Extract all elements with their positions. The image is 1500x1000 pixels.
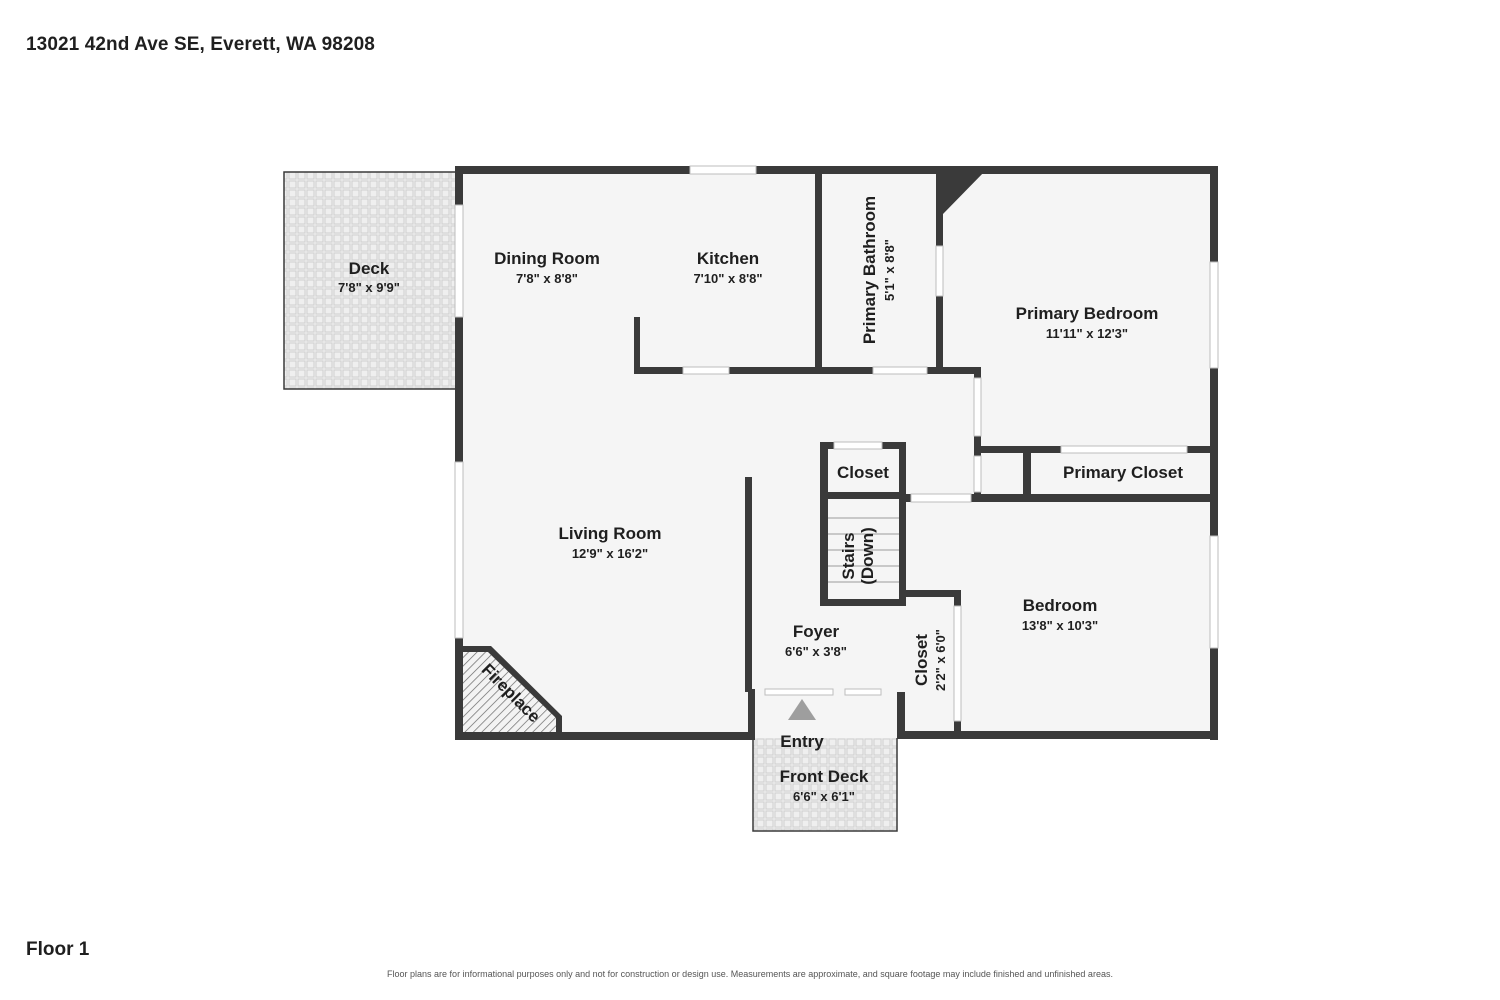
room-label-deck: Deck — [349, 259, 390, 278]
room-label-primary-bedroom: Primary Bedroom — [1016, 304, 1159, 323]
fireplace-hatch — [461, 650, 560, 736]
room-label-front-deck: Front Deck — [780, 767, 869, 786]
room-label-primary-bathroom: Primary Bathroom — [860, 196, 879, 344]
windows — [454, 165, 1219, 722]
room-label-kitchen: Kitchen — [697, 249, 759, 268]
address-title: 13021 42nd Ave SE, Everett, WA 98208 — [26, 34, 375, 55]
room-dims-kitchen: 7'10" x 8'8" — [693, 271, 762, 286]
stairs-treads — [828, 517, 899, 583]
room-dims-primary-bathroom: 5'1" x 8'8" — [882, 239, 897, 301]
room-dims-living-room: 12'9" x 16'2" — [572, 546, 648, 561]
room-dims-foyer: 6'6" x 3'8" — [785, 644, 847, 659]
room-label-primary-closet: Primary Closet — [1063, 463, 1183, 482]
room-dims-front-deck: 6'6" x 6'1" — [793, 789, 855, 804]
room-dims-bedroom-closet: 2'2" x 6'0" — [933, 629, 948, 691]
room-dims-deck: 7'8" x 9'9" — [338, 280, 400, 295]
room-label-hall-closet: Closet — [837, 463, 889, 482]
floor-label: Floor 1 — [26, 939, 90, 960]
room-dims-dining-room: 7'8" x 8'8" — [516, 271, 578, 286]
room-label-stairs: Stairs — [839, 532, 858, 579]
room-label-dining-room: Dining Room — [494, 249, 600, 268]
room-dims-bedroom: 13'8" x 10'3" — [1022, 618, 1098, 633]
room-label-bedroom-closet: Closet — [912, 634, 931, 686]
room-label-foyer: Foyer — [793, 622, 840, 641]
entry-arrow-icon — [788, 699, 816, 720]
room-label-entry: Entry — [780, 732, 824, 751]
room-sub-stairs: (Down) — [858, 527, 877, 585]
interior-floor — [456, 168, 1216, 738]
room-label-bedroom: Bedroom — [1023, 596, 1098, 615]
room-dims-primary-bedroom: 11'11" x 12'3" — [1046, 326, 1128, 341]
room-label-living-room: Living Room — [559, 524, 662, 543]
disclaimer-text: Floor plans are for informational purpos… — [387, 969, 1113, 979]
